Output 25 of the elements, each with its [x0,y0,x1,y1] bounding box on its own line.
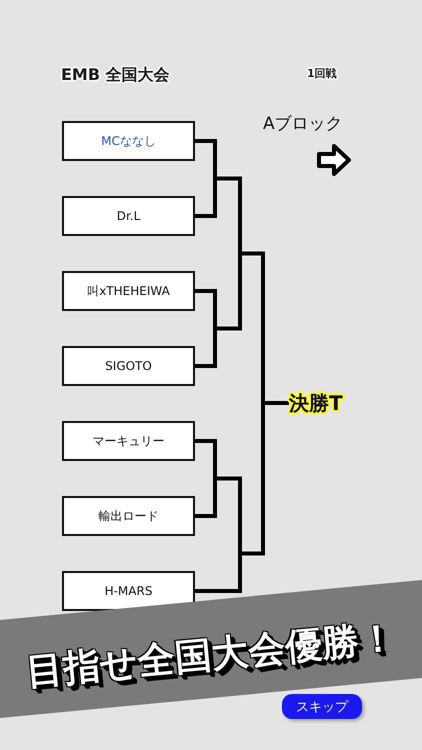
bracket-line [240,252,265,403]
player-box: 輸出ロード [62,496,195,536]
bracket-line [195,178,217,218]
bracket-line [195,328,217,368]
block-label: Aブロック [263,113,343,135]
bracket-line [195,139,217,178]
bracket-line [215,176,242,254]
player-box: 叫xTHEHEIWA [62,271,195,311]
skip-button: スキップ [282,694,362,719]
player-box: マーキュリー [62,421,195,461]
round-label: 1回戦 [307,68,337,79]
player-box: H-MARS [62,571,195,611]
player-box: Dr.L [62,196,195,236]
bracket-line [195,554,242,593]
bracket-line [215,254,242,330]
heading: EMB 全国大会 [61,67,170,83]
player-box: MCななし [62,121,195,161]
bracket-line [215,476,242,554]
player-box: SIGOTO [62,346,195,386]
bracket-line [240,403,265,556]
final-label: 決勝T [289,392,357,414]
bracket-line [263,401,289,405]
bracket-line [195,478,217,518]
bracket-line [195,439,217,478]
bracket-line [195,289,217,328]
